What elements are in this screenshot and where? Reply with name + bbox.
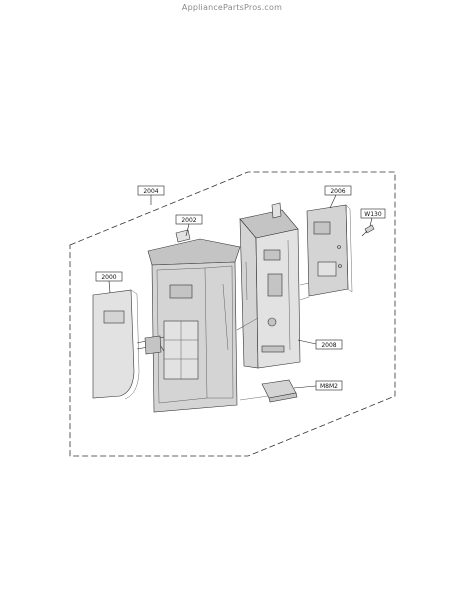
bracket-connector	[261, 345, 285, 353]
label-w130: W130	[364, 211, 382, 218]
callout-m8m2: M8M2	[293, 380, 343, 391]
label-2004: 2004	[143, 188, 158, 195]
pcb-component	[338, 264, 342, 268]
bracket-slot	[263, 249, 281, 261]
label-2000: 2000	[101, 274, 116, 281]
callout-2008: 2008	[297, 339, 343, 350]
callout-2002: 2002	[175, 214, 203, 237]
callout-2000: 2000	[95, 271, 123, 294]
part-2008-pcb-bracket[interactable]	[239, 202, 301, 369]
bracket-hole	[267, 317, 277, 327]
display-window	[169, 284, 193, 299]
label-m8m2: M8M2	[320, 383, 338, 390]
assembly-boundary	[69, 171, 396, 457]
part-2000-panel-cover[interactable]	[92, 289, 140, 400]
panel-window	[103, 310, 125, 324]
part-2002-panel-frame[interactable]	[136, 229, 241, 413]
pcb-chip	[317, 261, 337, 277]
label-2006: 2006	[330, 188, 345, 195]
site-watermark: AppliancePartsPros.com	[181, 3, 283, 12]
callout-2006: 2006	[324, 185, 352, 209]
label-2002: 2002	[181, 217, 196, 224]
label-2008: 2008	[321, 342, 336, 349]
part-m8m2-cable[interactable]	[261, 379, 298, 403]
bracket-opening	[267, 273, 283, 297]
part-w130-screw[interactable]	[361, 224, 375, 237]
part-2006-pcb-assembly[interactable]	[306, 204, 353, 297]
pcb-display-module	[313, 221, 331, 235]
callout-2004: 2004	[137, 185, 165, 205]
callout-w130: W130	[360, 208, 386, 227]
pcb-component	[337, 245, 341, 249]
